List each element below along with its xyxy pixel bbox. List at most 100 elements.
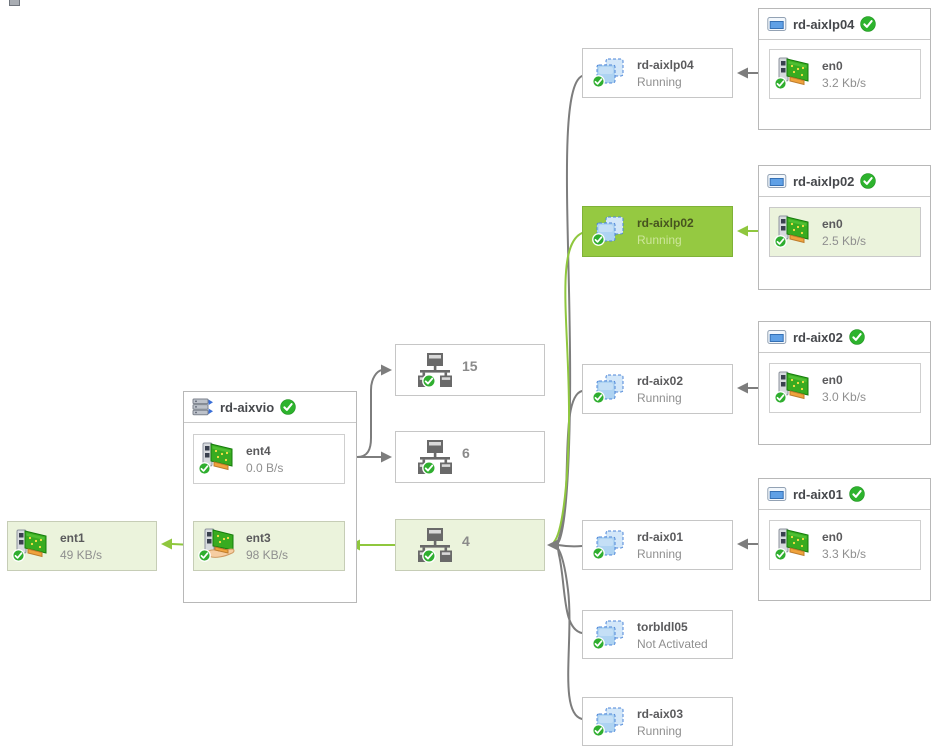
nic-icon xyxy=(777,370,813,402)
edge-lp04-to-vswitch4 xyxy=(557,75,583,544)
status-ok-badge xyxy=(12,549,25,562)
status-ok-icon xyxy=(860,16,876,32)
lpar-host-icon xyxy=(767,486,787,502)
nic-icon xyxy=(201,441,237,473)
lpar-status: Not Activated xyxy=(637,637,708,651)
adapter-ent4[interactable]: ent4 0.0 B/s xyxy=(193,434,345,484)
host-container-rd-aix02[interactable]: rd-aix02 en0 3.0 Kb/s xyxy=(758,321,931,445)
lpar-icon xyxy=(595,530,625,558)
lpar-status: Running xyxy=(637,724,682,738)
edge-aix03-to-vswitch4 xyxy=(556,546,583,720)
status-ok-badge xyxy=(774,77,787,90)
status-ok-icon xyxy=(849,329,865,345)
lpar-host-icon xyxy=(767,329,787,345)
lpar-node-rd-aixlp02-selected[interactable]: rd-aixlp02 Running xyxy=(582,206,733,257)
vswitch-15[interactable]: 15 xyxy=(395,344,545,396)
status-ok-badge xyxy=(592,724,605,737)
status-ok-badge xyxy=(592,391,605,404)
adapter-rate: 98 KB/s xyxy=(246,548,289,562)
vio-server-icon xyxy=(192,398,214,416)
adapter-name: en0 xyxy=(822,530,843,544)
status-ok-icon xyxy=(849,486,865,502)
lpar-node-rd-aix01[interactable]: rd-aix01 Running xyxy=(582,520,733,570)
adapter-name: en0 xyxy=(822,217,843,231)
status-ok-badge xyxy=(422,549,436,563)
arrowhead-into-vswitch6 xyxy=(381,451,392,463)
status-ok-badge xyxy=(422,374,436,388)
status-ok-icon xyxy=(860,173,876,189)
lpar-status: Running xyxy=(637,233,682,247)
adapter-rate: 49 KB/s xyxy=(60,548,103,562)
lpar-node-rd-aix03[interactable]: rd-aix03 Running xyxy=(582,697,733,746)
adapter-rate: 3.0 Kb/s xyxy=(822,390,867,404)
host-container-rd-aixlp04[interactable]: rd-aixlp04 en0 3.2 Kb/s xyxy=(758,8,931,130)
edge-aix01-to-vswitch4 xyxy=(557,544,583,548)
vio-server-container[interactable]: rd-aixvio ent4 0.0 B/s ent3 98 KB/s xyxy=(183,391,357,603)
lpar-icon xyxy=(595,58,625,86)
arrowhead-into-lp02 xyxy=(737,225,748,237)
host-title: rd-aixlp04 xyxy=(793,16,855,32)
lpar-node-torbldl05[interactable]: torbldl05 Not Activated xyxy=(582,610,733,659)
adapter-ent3[interactable]: ent3 98 KB/s xyxy=(193,521,345,571)
lpar-status: Running xyxy=(637,75,682,89)
status-ok-badge xyxy=(774,548,787,561)
lpar-host-icon xyxy=(767,16,787,32)
host-title: rd-aix01 xyxy=(793,486,843,502)
status-ok-badge xyxy=(198,462,211,475)
edge-aix02-to-vswitch4 xyxy=(556,390,583,544)
adapter-name: en0 xyxy=(822,373,843,387)
adapter-en0-rd-aixlp04[interactable]: en0 3.2 Kb/s xyxy=(769,49,921,99)
lpar-name: rd-aixlp04 xyxy=(637,58,694,72)
lpar-icon xyxy=(595,216,625,244)
status-ok-badge xyxy=(774,391,787,404)
adapter-en0-rd-aixlp02[interactable]: en0 2.5 Kb/s xyxy=(769,207,921,257)
vswitch-id: 6 xyxy=(462,445,470,461)
arrowhead-into-ent1 xyxy=(161,538,172,550)
vswitch-4[interactable]: 4 xyxy=(395,519,545,571)
lpar-name: rd-aix02 xyxy=(637,374,684,388)
edge-ent4-to-vswitch15 xyxy=(344,369,383,458)
lpar-icon xyxy=(595,707,625,735)
edge-torbldl05-to-vswitch4 xyxy=(557,548,583,634)
vio-server-header: rd-aixvio xyxy=(184,392,356,423)
vswitch-6[interactable]: 6 xyxy=(395,431,545,483)
adapter-name: en0 xyxy=(822,59,843,73)
status-ok-badge xyxy=(198,549,211,562)
host-header: rd-aix02 xyxy=(759,322,930,353)
adapter-rate: 3.3 Kb/s xyxy=(822,547,867,561)
lpar-status: Running xyxy=(637,547,682,561)
vswitch-icon xyxy=(414,527,456,563)
arrowhead-into-aix02 xyxy=(737,382,748,394)
status-ok-badge xyxy=(592,547,605,560)
host-container-rd-aix01[interactable]: rd-aix01 en0 3.3 Kb/s xyxy=(758,478,931,601)
vswitch-icon xyxy=(414,439,456,475)
lpar-node-rd-aix02[interactable]: rd-aix02 Running xyxy=(582,364,733,414)
lpar-status: Running xyxy=(637,391,682,405)
shared-nic-icon xyxy=(201,528,237,560)
status-ok-badge xyxy=(422,461,436,475)
adapter-en0-rd-aix02[interactable]: en0 3.0 Kb/s xyxy=(769,363,921,413)
lpar-name: rd-aixlp02 xyxy=(637,216,694,230)
lpar-icon xyxy=(595,620,625,648)
adapter-rate: 3.2 Kb/s xyxy=(822,76,867,90)
arrowhead-into-lp04 xyxy=(737,67,748,79)
adapter-en0-rd-aix01[interactable]: en0 3.3 Kb/s xyxy=(769,520,921,570)
vswitch-icon xyxy=(414,352,456,388)
vio-server-title: rd-aixvio xyxy=(220,399,275,415)
adapter-name: ent4 xyxy=(246,444,271,458)
host-title: rd-aix02 xyxy=(793,329,843,345)
adapter-ent1[interactable]: ent1 49 KB/s xyxy=(7,521,157,571)
host-container-rd-aixlp02[interactable]: rd-aixlp02 en0 2.5 Kb/s xyxy=(758,165,931,290)
lpar-node-rd-aixlp04[interactable]: rd-aixlp04 Running xyxy=(582,48,733,98)
lpar-name: rd-aix01 xyxy=(637,530,684,544)
edge-lp02-to-vswitch4 xyxy=(553,232,583,543)
host-header: rd-aixlp02 xyxy=(759,166,930,197)
adapter-name: ent1 xyxy=(60,531,85,545)
vswitch-id: 15 xyxy=(462,358,478,374)
adapter-name: ent3 xyxy=(246,531,271,545)
lpar-name: torbldl05 xyxy=(637,620,688,634)
vswitch-id: 4 xyxy=(462,533,470,549)
arrowhead-into-vswitch4 xyxy=(547,539,559,551)
status-ok-badge xyxy=(774,235,787,248)
host-title: rd-aixlp02 xyxy=(793,173,855,189)
